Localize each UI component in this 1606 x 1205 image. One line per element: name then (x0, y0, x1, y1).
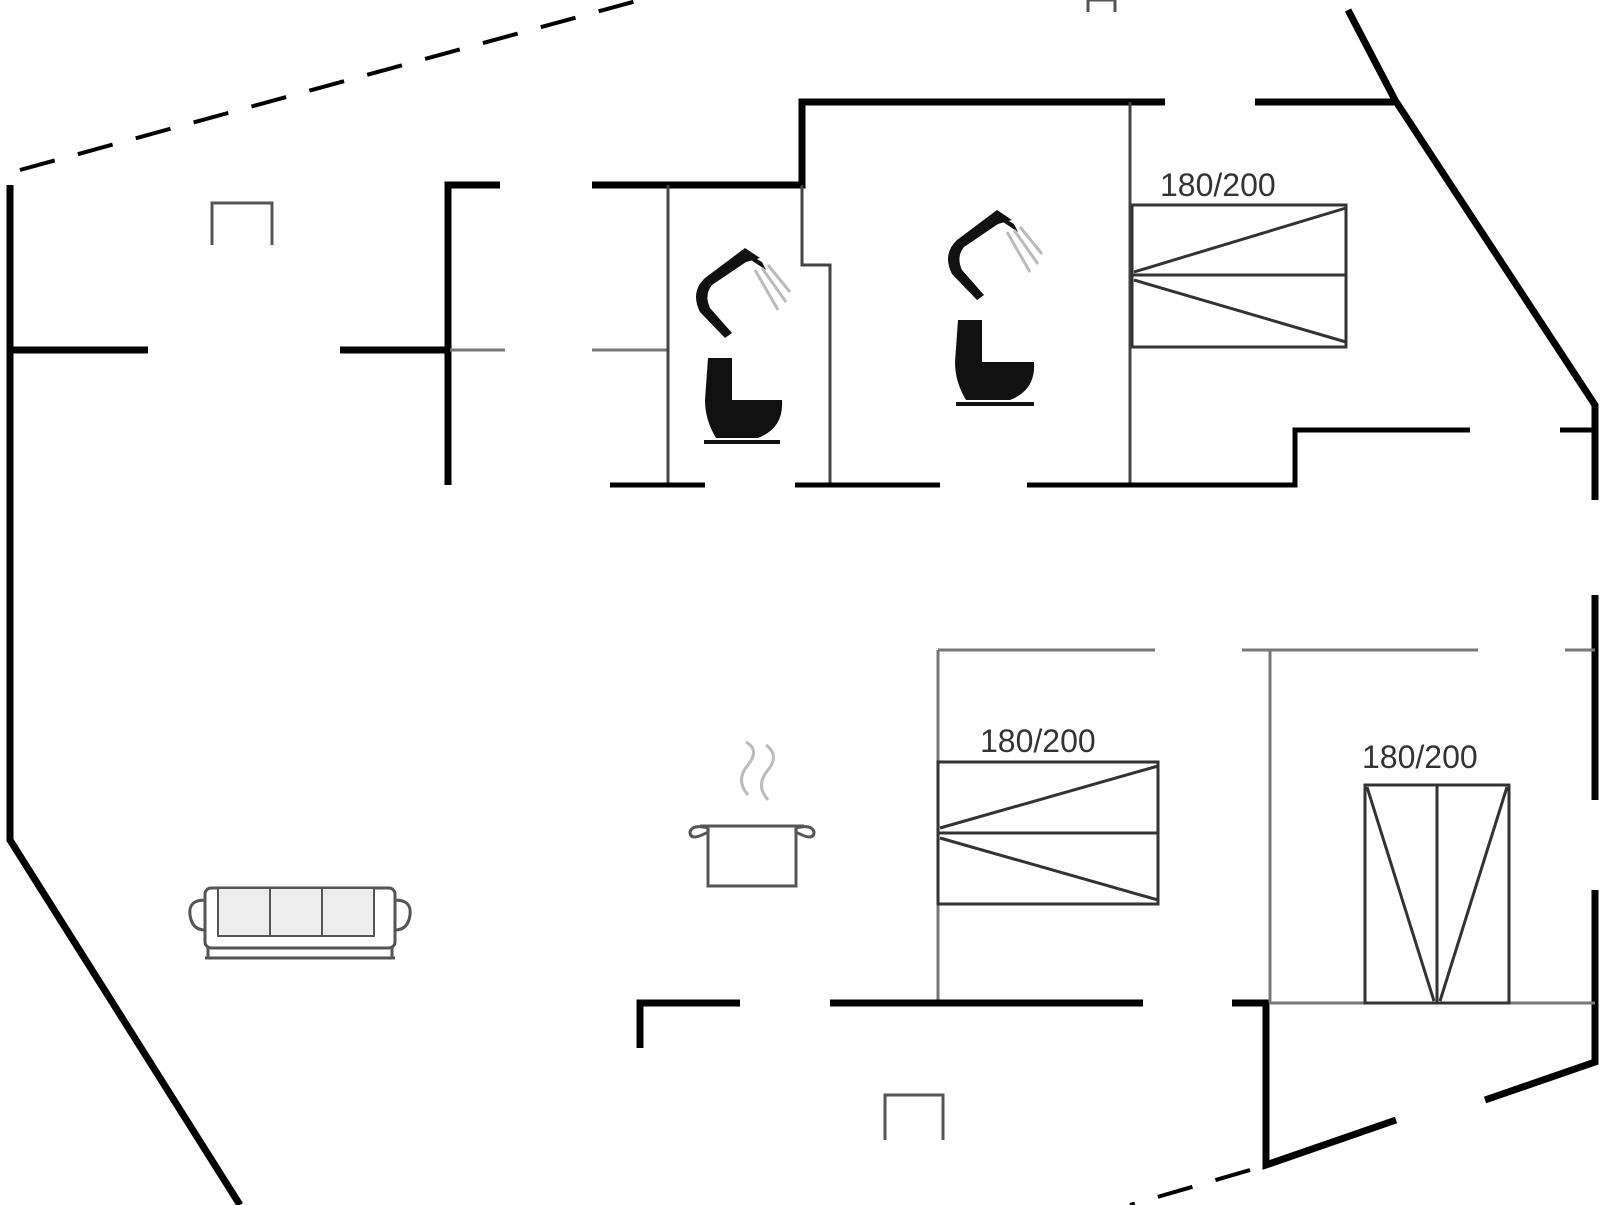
bed-size-label: 180/200 (1362, 739, 1478, 775)
closet-icon (1086, 0, 1117, 12)
toilet-icon (955, 320, 1035, 406)
closet-icon (883, 1093, 945, 1140)
interior-walls (10, 98, 1595, 1048)
sofa-icon (188, 886, 412, 960)
shower-icon (696, 248, 792, 338)
closet-fixtures (210, 0, 1117, 1140)
bed-1: 180/200 (1130, 167, 1348, 349)
bed-3: 180/200 (1362, 739, 1511, 1005)
exterior-walls (6, 0, 1599, 1205)
bathroom-2 (948, 210, 1044, 406)
bathroom-1 (696, 248, 792, 444)
bed-size-label: 180/200 (980, 723, 1096, 759)
toilet-icon (704, 358, 783, 444)
closet-icon (210, 201, 274, 245)
bed-size-label: 180/200 (1160, 167, 1276, 203)
kitchen-pot-icon (688, 740, 816, 888)
bed-2: 180/200 (936, 723, 1160, 906)
shower-icon (948, 210, 1044, 300)
